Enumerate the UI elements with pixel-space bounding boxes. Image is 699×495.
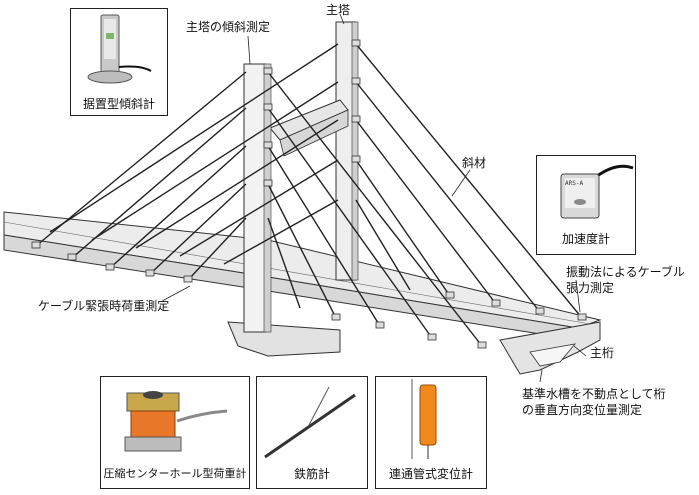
accelerometer-caption: 加速度計 [561,232,610,246]
main-girder-section [499,321,601,375]
label-tower-tilt: 主塔の傾斜測定 [186,20,271,34]
rebar-meter-icon [264,386,356,459]
displacement-meter-box: 連通管式変位計 [375,376,487,489]
label-cable-tension: ケーブル緊張時荷重測定 [38,299,170,313]
label-stay-cable: 斜材 [462,156,487,170]
front-tower [243,63,267,333]
rebar-meter-box: 鉄筋計 [256,376,368,489]
load-cell-icon [124,391,228,452]
inclinometer-box: 据置型傾斜計 [70,8,168,116]
label-deflection: 基準水槽を不動点として桁 の垂直方向変位量測定 [522,387,666,417]
accelerometer-icon [560,164,634,219]
label-main-tower: 主塔 [326,3,351,17]
inclinometer-caption: 据置型傾斜計 [82,97,155,111]
inclinometer-icon [87,14,152,84]
stay-cables [35,43,583,347]
displacement-meter-icon [411,379,437,459]
rebar-meter-caption: 鉄筋計 [293,467,330,481]
accelerometer-box: ARS-A 加速度計 [536,155,636,255]
label-vibration-tension: 振動法によるケーブル 張力測定 [566,265,685,295]
label-main-girder: 主桁 [590,346,615,360]
displacement-meter-caption: 連通管式変位計 [388,467,473,481]
load-cell-box: 圧縮センターホール型荷重計 [100,376,250,489]
accelerometer-marking: ARS-A [565,180,584,187]
load-cell-caption: 圧縮センターホール型荷重計 [103,467,247,480]
